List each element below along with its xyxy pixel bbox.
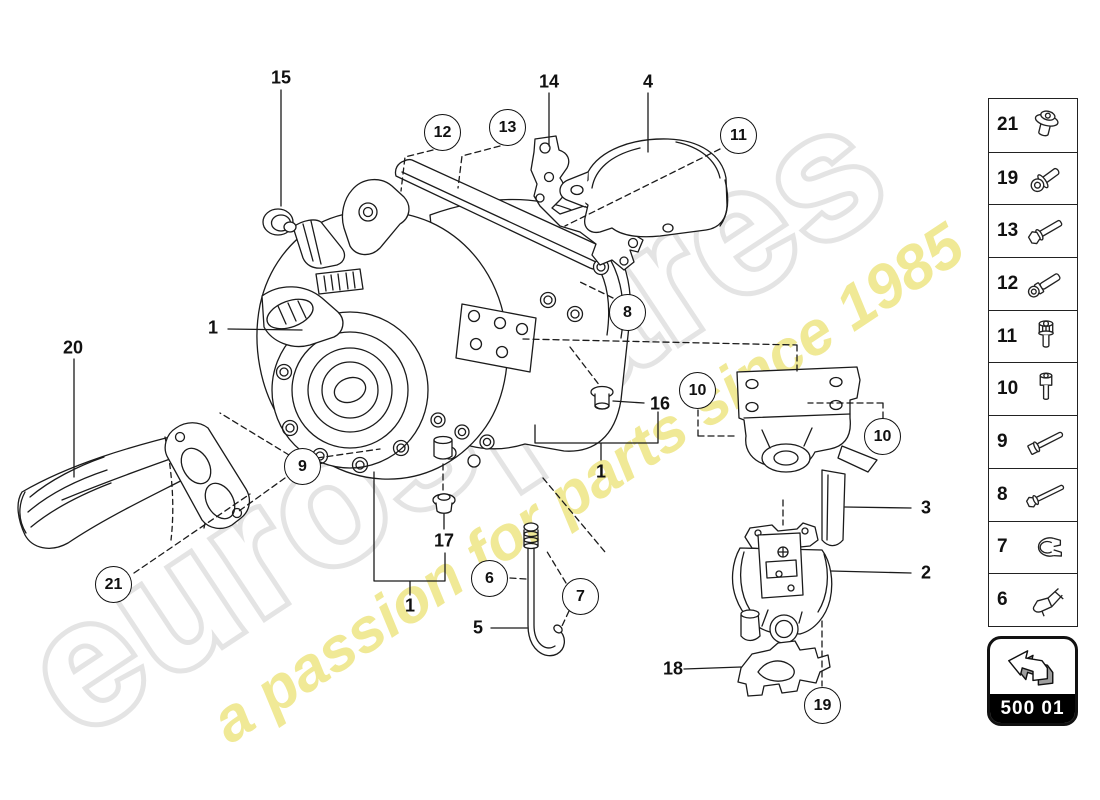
callout-circle-11[interactable]: 11 [720,117,757,154]
plug-15-drawing [262,208,297,236]
diagram-code-box[interactable]: 500 01 [987,636,1078,726]
callout-1-right[interactable]: 1 [595,461,607,482]
callout-circle-10b[interactable]: 10 [864,418,901,455]
sidebar-item-13[interactable]: 13 [989,204,1077,257]
support-bracket-drawing [736,366,878,547]
sidebar-item-12[interactable]: 12 [989,257,1077,310]
sidebar-item-number: 13 [997,220,1019,242]
diagram-code-label: 500 01 [990,694,1075,723]
flanged-torx-bolt-icon [1034,110,1059,137]
callout-circle-19[interactable]: 19 [804,687,841,724]
callout-2[interactable]: 2 [920,562,932,583]
callout-1-bottom[interactable]: 1 [404,595,416,616]
sidebar-item-number: 9 [997,430,1008,452]
plate-18-drawing [737,640,831,697]
hex-bolt-extra-long-icon [1025,484,1065,508]
hex-flange-bolt-long-icon [1027,220,1063,245]
callout-4[interactable]: 4 [642,71,654,92]
callout-14[interactable]: 14 [538,71,560,92]
grommet-16-drawing [590,385,614,410]
callout-1-left[interactable]: 1 [207,317,219,338]
callout-20[interactable]: 20 [62,337,84,358]
sidebar-item-21[interactable]: 21 [989,99,1077,152]
sidebar-item-number: 11 [997,325,1018,347]
hardware-sidebar: 21 19 13 [988,98,1078,627]
sidebar-item-number: 19 [997,167,1019,189]
back-arrow-icon [990,639,1075,694]
sidebar-item-11[interactable]: 11 [989,309,1077,363]
bracket-14-drawing [530,135,644,271]
mount-drawing [731,522,833,644]
callout-circle-7[interactable]: 7 [562,578,599,615]
differential-housing-drawing [256,158,632,480]
sidebar-item-number: 12 [997,272,1019,294]
cover-4-drawing [559,138,729,238]
socket-head-bolt-long-icon [1027,431,1064,455]
callout-16[interactable]: 16 [649,393,671,414]
hose-clamp-icon [1037,537,1063,558]
callout-17[interactable]: 17 [433,530,455,551]
sidebar-item-number: 6 [997,589,1008,611]
callout-circle-10a[interactable]: 10 [679,372,716,409]
callout-circle-6[interactable]: 6 [471,560,508,597]
leader-lines-dashed [133,145,884,687]
socket-head-screw-icon [1039,372,1053,401]
heat-shield-drawing [17,422,251,549]
plug-17-drawing [432,493,456,514]
sidebar-item-8[interactable]: 8 [989,467,1077,521]
leader-lines-solid [73,89,912,670]
sidebar-item-10[interactable]: 10 [989,362,1077,415]
sidebar-item-6[interactable]: 6 [989,573,1077,626]
hose-drawing [523,522,565,657]
callout-circle-8[interactable]: 8 [609,294,646,331]
callout-3[interactable]: 3 [920,497,932,518]
callout-circle-13[interactable]: 13 [489,109,526,146]
sidebar-item-number: 7 [997,536,1008,558]
sidebar-item-9[interactable]: 9 [989,415,1077,468]
callout-18[interactable]: 18 [662,658,684,679]
sidebar-item-number: 10 [997,378,1019,400]
sidebar-item-number: 8 [997,483,1008,505]
sidebar-item-number: 21 [997,114,1019,136]
callout-circle-9[interactable]: 9 [284,448,321,485]
callout-5[interactable]: 5 [472,617,484,638]
sidebar-item-19[interactable]: 19 [989,151,1077,205]
washer-head-bolt-icon [1030,167,1060,192]
callout-circle-12[interactable]: 12 [424,114,461,151]
retaining-clip-icon [1032,588,1064,617]
callout-circle-21[interactable]: 21 [95,566,132,603]
callout-15[interactable]: 15 [270,67,292,88]
socket-head-bolt-icon [1038,319,1054,348]
sidebar-item-7[interactable]: 7 [989,520,1077,574]
shoulder-bolt-icon [1027,273,1061,298]
